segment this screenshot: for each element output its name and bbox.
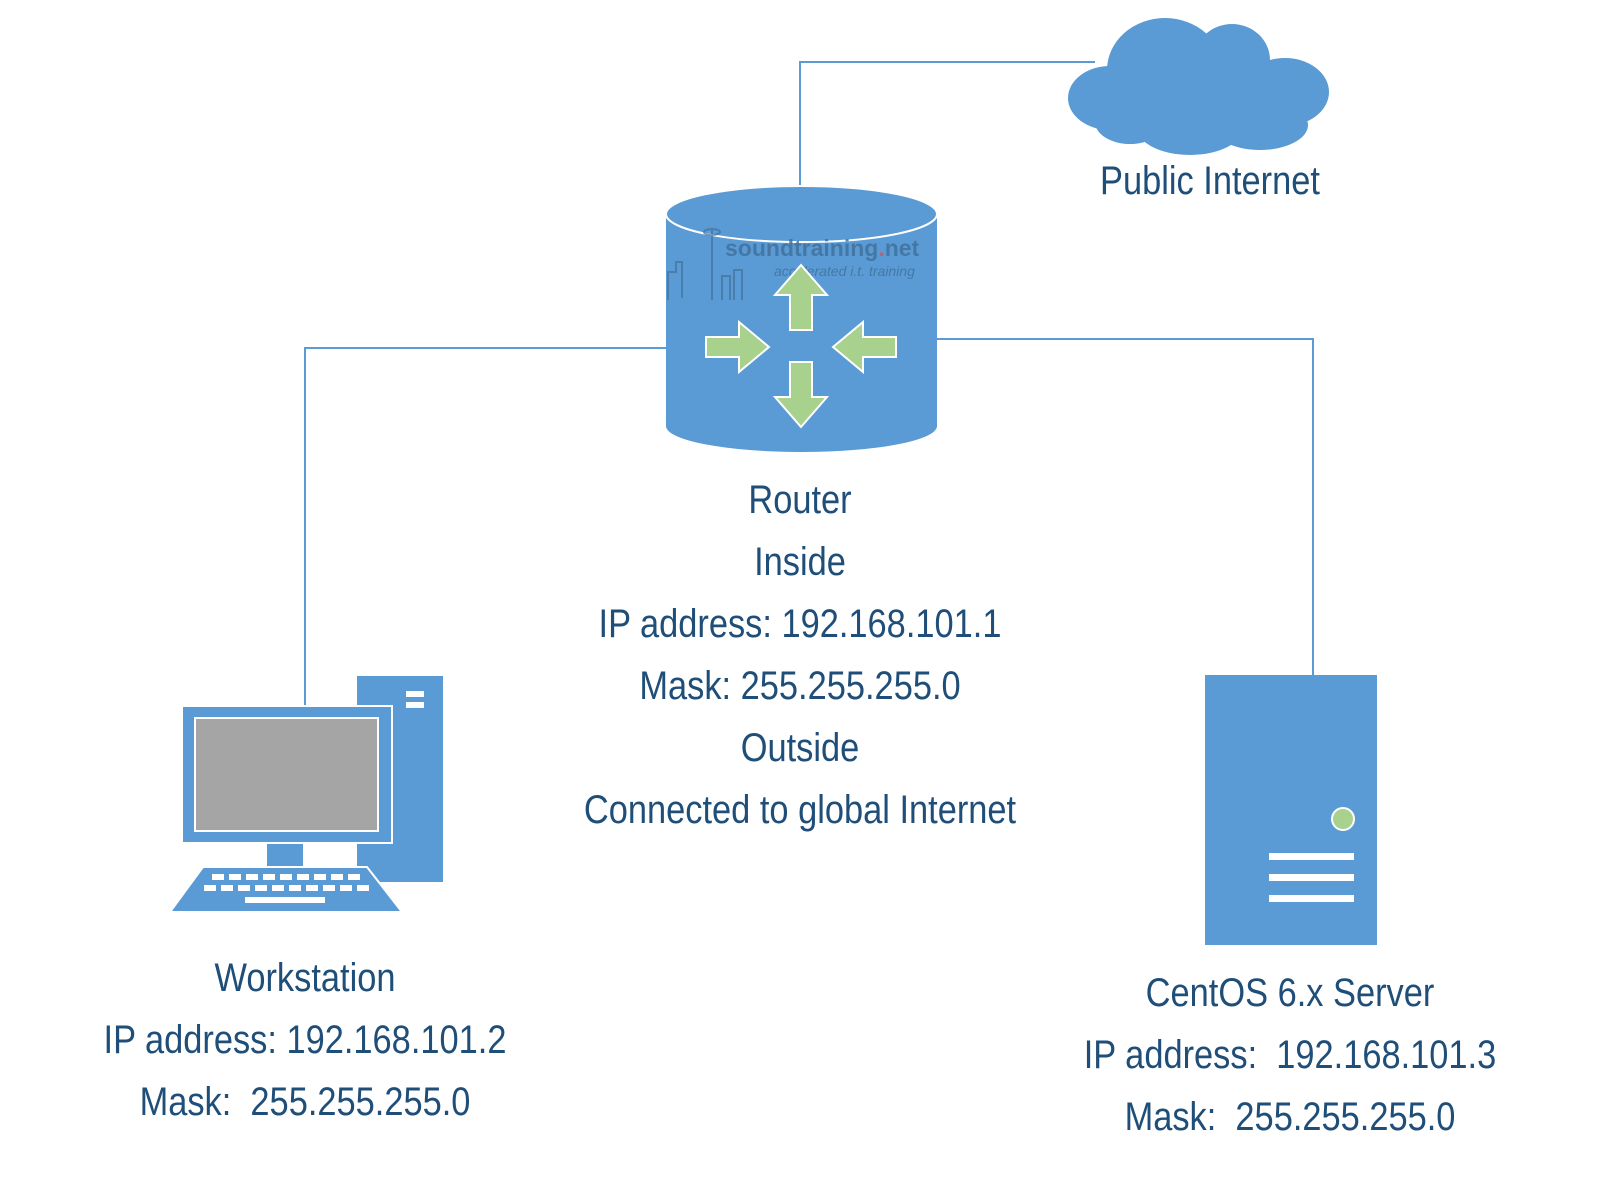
server-name: CentOS 6.x Server [1145,971,1435,1015]
arrow-right-icon [705,319,771,375]
cloud-icon [1068,18,1329,155]
arrow-left-icon [831,319,897,375]
arrow-down-icon [772,361,830,429]
workstation-ip-address: IP address: 192.168.101.2 [103,1018,507,1062]
workstation-mask: Mask: 255.255.255.0 [139,1080,471,1124]
connector-router-cloud [799,61,1095,185]
workstation-label: Workstation IP address: 192.168.101.2 Ma… [47,947,563,1133]
router-arrows-icon [705,263,897,429]
connector-router-workstation [304,347,668,710]
router-outside-status: Connected to global Internet [583,788,1017,832]
watermark-brand: soundtraining.net [725,235,920,261]
workstation-icon [168,676,443,913]
watermark-skyline-icon [667,228,743,300]
connector-router-server [935,338,1314,680]
workstation-name: Workstation [214,956,396,1000]
cloud-label-line: Public Internet [1100,159,1320,203]
keyboard-icon [168,866,405,913]
connectors [304,61,1314,710]
router-inside-heading: Inside [754,540,846,584]
router-label: Router Inside IP address: 192.168.101.1 … [456,469,1144,841]
screen [194,717,379,832]
router-ip-address: IP address: 192.168.101.1 [598,602,1002,646]
server-icon [1205,675,1377,945]
server-label: CentOS 6.x Server IP address: 192.168.10… [1032,962,1548,1148]
server-led [1331,807,1355,831]
server-mask: Mask: 255.255.255.0 [1124,1095,1456,1139]
cloud-label: Public Internet [1038,150,1382,212]
router-icon: soundtraining.net accelerated i.t. train… [665,185,938,452]
router-name: Router [748,478,852,522]
router-mask: Mask: 255.255.255.0 [639,664,961,708]
arrow-up-icon [772,263,830,331]
router-outside-heading: Outside [740,726,860,770]
server-ip-address: IP address: 192.168.101.3 [1083,1033,1497,1077]
